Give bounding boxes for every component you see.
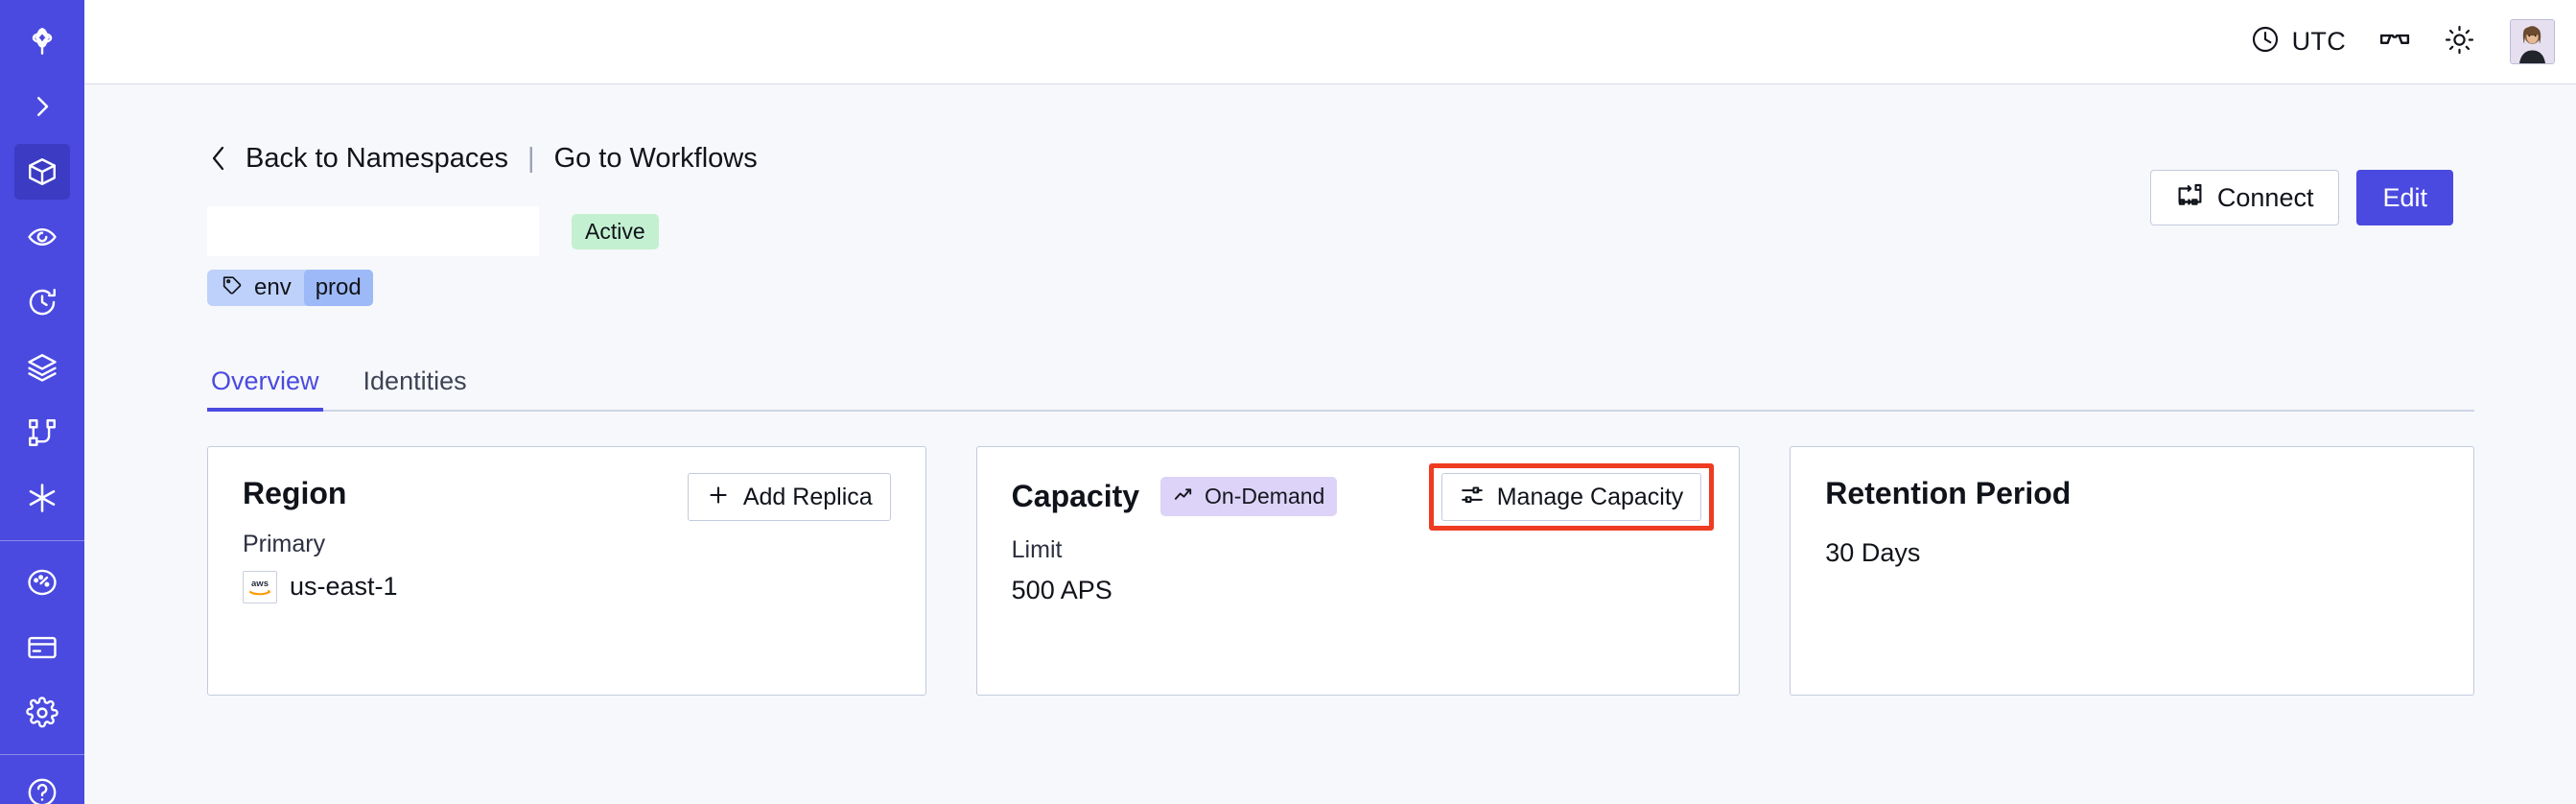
- sidebar-item-nexus[interactable]: [14, 470, 70, 526]
- page-title: [207, 206, 539, 256]
- sidebar-item-namespaces[interactable]: [14, 144, 70, 200]
- glasses-icon: [2378, 23, 2411, 60]
- timezone-selector[interactable]: UTC: [2250, 24, 2346, 59]
- sidebar-item-workflows[interactable]: [14, 405, 70, 461]
- sun-icon: [2444, 24, 2475, 60]
- sidebar-item-logo[interactable]: [14, 13, 70, 69]
- page-content: Back to Namespaces | Go to Workflows: [84, 84, 2576, 804]
- tag-value: prod: [303, 270, 373, 306]
- tag-env[interactable]: env prod: [207, 270, 373, 306]
- sidebar-item-settings[interactable]: [14, 685, 70, 741]
- clock-rotate-icon: [26, 286, 59, 319]
- overview-cards: Region Add Replica Primary: [207, 446, 2474, 696]
- sitemap-icon: [26, 416, 59, 449]
- eye-icon: [26, 221, 59, 253]
- gauge-icon: [26, 566, 59, 599]
- clock-icon: [2250, 24, 2281, 59]
- tag-key: env: [254, 274, 292, 300]
- manage-capacity-highlight: Manage Capacity: [1428, 463, 1715, 531]
- retention-card: Retention Period 30 Days: [1790, 446, 2474, 696]
- region-primary-label: Primary: [243, 531, 326, 558]
- svg-text:aws: aws: [251, 579, 269, 589]
- region-primary-value-row: aws us-east-1: [243, 570, 891, 603]
- layers-icon: [26, 351, 59, 384]
- connect-button[interactable]: Connect: [2149, 170, 2340, 225]
- sidebar-item-usage[interactable]: [14, 555, 70, 610]
- retention-card-header: Retention Period: [1825, 476, 2439, 510]
- chevron-right-icon: [28, 92, 57, 121]
- capacity-card: Capacity On-Demand: [975, 446, 1741, 696]
- sliders-icon: [1460, 483, 1485, 512]
- edit-button-label: Edit: [2382, 182, 2427, 212]
- region-card-action: Add Replica: [687, 473, 891, 521]
- status-badge: Active: [572, 213, 659, 249]
- breadcrumb-back-link[interactable]: Back to Namespaces: [246, 142, 509, 174]
- add-replica-label: Add Replica: [742, 483, 873, 510]
- breadcrumb-separator: |: [527, 142, 535, 174]
- manage-capacity-label: Manage Capacity: [1496, 483, 1684, 510]
- plus-icon: [706, 483, 731, 512]
- region-card-header: Region: [243, 476, 891, 510]
- gear-icon: [26, 697, 59, 729]
- capacity-card-header: Capacity On-Demand: [1012, 477, 1705, 516]
- sidebar-item-help[interactable]: [14, 765, 70, 804]
- connect-icon: [2176, 181, 2204, 214]
- chevron-left-icon[interactable]: [207, 144, 230, 173]
- sidebar-item-schedules[interactable]: [14, 274, 70, 330]
- sidebar-divider-1: [0, 540, 84, 541]
- sidebar-item-batch[interactable]: [14, 340, 70, 395]
- capacity-mode-label: On-Demand: [1205, 484, 1325, 508]
- capacity-mode-badge: On-Demand: [1160, 477, 1338, 516]
- namespace-tags: env prod: [207, 270, 2453, 306]
- region-primary-value: us-east-1: [290, 571, 398, 601]
- theme-toggle-button[interactable]: [2444, 24, 2475, 60]
- sparkle-logo-icon: [26, 25, 59, 58]
- tab-bar: Overview Identities: [207, 356, 2474, 412]
- top-bar: UTC: [84, 0, 2576, 84]
- capacity-card-title: Capacity: [1011, 478, 1140, 513]
- avatar[interactable]: [2510, 19, 2555, 64]
- primary-sidebar: [0, 0, 84, 804]
- help-circle-icon: [26, 776, 59, 804]
- capacity-limit-value: 500 APS: [1011, 575, 1112, 604]
- breadcrumb: Back to Namespaces | Go to Workflows: [207, 144, 2453, 173]
- user-avatar-image: [2511, 20, 2554, 63]
- page-header: Back to Namespaces | Go to Workflows: [207, 144, 2453, 306]
- credit-card-icon: [26, 631, 59, 664]
- reading-mode-button[interactable]: [2378, 23, 2411, 60]
- sidebar-divider-2: [0, 754, 84, 755]
- region-card: Region Add Replica Primary: [207, 446, 926, 696]
- main-column: UTC: [84, 0, 2576, 804]
- aws-logo-icon: aws: [243, 570, 277, 603]
- region-card-title: Region: [243, 476, 347, 510]
- edit-button[interactable]: Edit: [2356, 170, 2453, 225]
- tab-overview[interactable]: Overview: [207, 368, 323, 412]
- tab-identities[interactable]: Identities: [363, 367, 467, 395]
- manage-capacity-button[interactable]: Manage Capacity: [1440, 473, 1702, 521]
- retention-value: 30 Days: [1825, 538, 1921, 568]
- tag-icon: [221, 273, 244, 303]
- timezone-label: UTC: [2291, 27, 2346, 56]
- sidebar-item-billing[interactable]: [14, 620, 70, 675]
- namespace-title-row: Active: [207, 206, 2453, 256]
- capacity-limit-label: Limit: [1011, 536, 1063, 563]
- retention-card-title: Retention Period: [1825, 476, 2072, 510]
- connect-button-label: Connect: [2216, 182, 2314, 212]
- cube-icon: [26, 155, 59, 188]
- sidebar-item-observability[interactable]: [14, 209, 70, 265]
- add-replica-button[interactable]: Add Replica: [687, 473, 891, 521]
- trending-up-icon: [1173, 484, 1195, 509]
- sidebar-item-expand[interactable]: [14, 79, 70, 134]
- page-actions: Connect Edit: [2149, 170, 2453, 225]
- breadcrumb-workflows-link[interactable]: Go to Workflows: [553, 142, 758, 174]
- asterisk-icon: [25, 481, 59, 515]
